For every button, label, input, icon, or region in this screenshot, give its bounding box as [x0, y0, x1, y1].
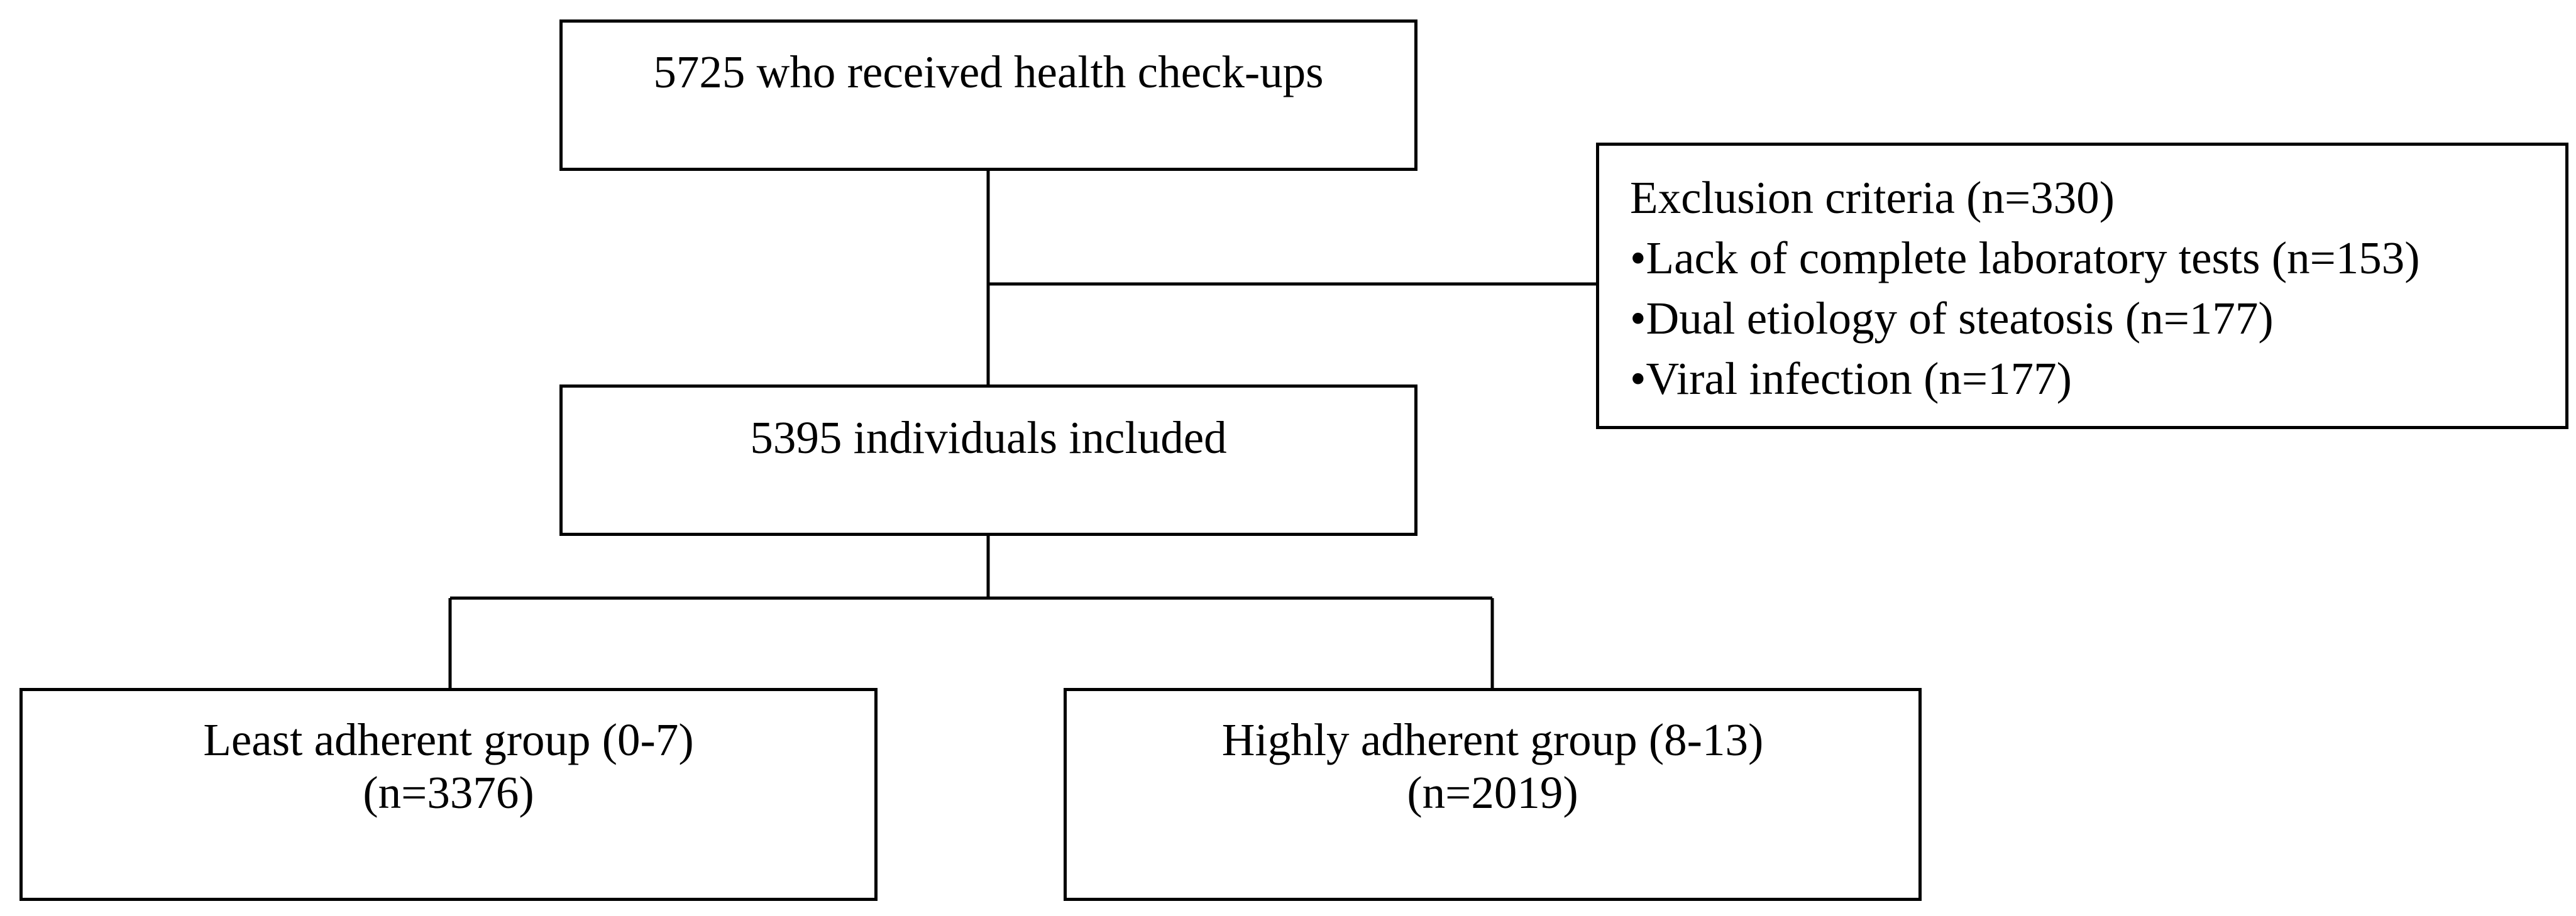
least-adherent-group-box: Least adherent group (0-7) (n=3376) — [19, 688, 878, 901]
exclusion-item: •Viral infection (n=177) — [1630, 353, 2072, 404]
exclusion-item: •Dual etiology of steatosis (n=177) — [1630, 293, 2274, 344]
group-name: Highly adherent group (8-13) — [1221, 714, 1764, 765]
group-count: (n=2019) — [1407, 767, 1578, 818]
group-count: (n=3376) — [363, 767, 534, 818]
included-box-label: 5395 individuals included — [750, 412, 1227, 463]
start-box-label: 5725 who received health check-ups — [653, 46, 1324, 97]
highly-adherent-group-box: Highly adherent group (8-13) (n=2019) — [1064, 688, 1922, 901]
included-box: 5395 individuals included — [559, 384, 1417, 536]
exclusion-box: Exclusion criteria (n=330) •Lack of comp… — [1596, 143, 2568, 429]
group-name: Least adherent group (0-7) — [203, 714, 694, 765]
start-box: 5725 who received health check-ups — [559, 19, 1417, 171]
exclusion-title: Exclusion criteria (n=330) — [1630, 172, 2115, 223]
exclusion-item: •Lack of complete laboratory tests (n=15… — [1630, 232, 2420, 283]
